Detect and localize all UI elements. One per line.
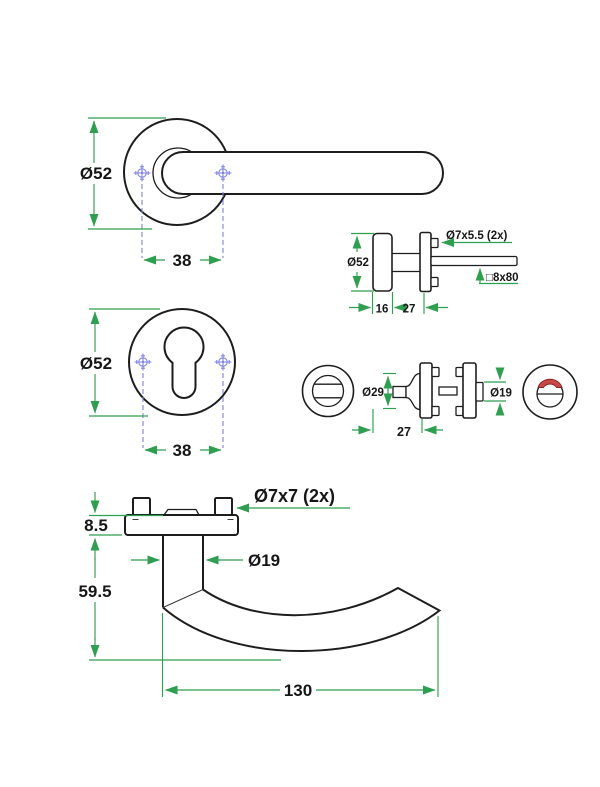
lever-curve — [162, 586, 442, 652]
boss — [455, 405, 464, 417]
screw-boss-top — [430, 237, 439, 249]
turn-flare — [405, 372, 421, 411]
escutcheon-front-view: Ø52 38 — [80, 308, 236, 460]
label-spindle-spec: □8x80 — [486, 272, 519, 284]
neck-transition — [162, 589, 204, 608]
boss — [431, 366, 440, 378]
release-hub — [311, 374, 345, 408]
screw-lug-left — [132, 497, 151, 516]
rose-side-outline — [372, 232, 393, 292]
euro-keyhole — [163, 326, 205, 399]
mounting-plate — [419, 231, 432, 293]
screw-boss-bottom — [430, 276, 439, 288]
lever-grip — [161, 151, 444, 195]
dim-label-assembly-depth: 27 — [397, 425, 411, 439]
spindle — [438, 386, 458, 396]
occupied-indicator-red — [537, 378, 563, 388]
dim-label-fixing-centers: 38 — [173, 441, 192, 460]
wc-turn-view: Ø29 Ø19 27 — [301, 362, 578, 439]
indicator-rose-plate — [462, 362, 477, 419]
square-spindle — [430, 255, 518, 267]
dim-label-tube-diameter: Ø19 — [248, 551, 280, 570]
release-rose-outline — [301, 364, 355, 418]
dim-label-lever-length: 130 — [284, 681, 312, 700]
rose-plate-side — [124, 514, 239, 536]
boss — [455, 366, 464, 378]
dim-label-projection-height: 59.5 — [78, 582, 111, 601]
indicator-hub-side — [475, 381, 484, 402]
lever-front-view: Ø52 38 — [80, 117, 444, 270]
lever-side-view: Ø7x7 (2x) 8.5 59.5 Ø19 130 — [78, 486, 442, 700]
label-screw-spec: Ø7x7 (2x) — [254, 486, 335, 506]
dim-label-rose-diameter: Ø52 — [347, 257, 369, 269]
label-screw-spec: Ø7x5.5 (2x) — [446, 230, 508, 242]
rose-side-view: Ø52 Ø7x5.5 (2x) □8x80 16 27 — [347, 230, 518, 316]
turn-grip — [392, 385, 407, 399]
screw-lug-right — [214, 497, 233, 516]
dim-label-rose-diameter: Ø52 — [80, 164, 112, 183]
turn-rose-plate — [419, 362, 433, 419]
dim-label-fixing-centers: 38 — [173, 251, 192, 270]
indicator-rose-outline — [522, 364, 578, 420]
dim-label-assembly-depth: 27 — [403, 304, 416, 316]
dim-label-rose-diameter: Ø52 — [80, 354, 112, 373]
boss — [431, 405, 440, 417]
dim-label-hub-diameter: Ø19 — [490, 388, 512, 400]
dim-label-rose-depth: 16 — [376, 304, 389, 316]
dim-label-plate-thickness: 8.5 — [84, 516, 108, 535]
dim-label-knob-diameter: Ø29 — [362, 387, 384, 399]
